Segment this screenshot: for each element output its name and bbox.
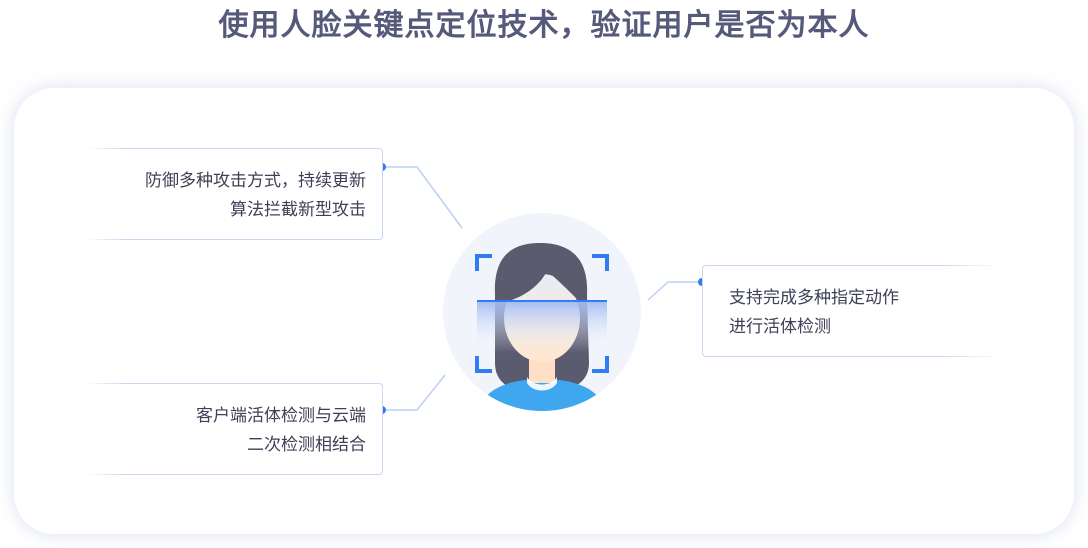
feature-text-line: 进行活体检测 (729, 317, 831, 337)
feature-text-line: 算法拦截新型攻击 (230, 200, 366, 220)
page-title: 使用人脸关键点定位技术，验证用户是否为本人 (218, 8, 870, 43)
scan-frame-icon (475, 254, 609, 373)
feature-card-liveness-action: 支持完成多种指定动作 进行活体检测 (702, 264, 1002, 358)
feature-text-line: 二次检测相结合 (247, 435, 366, 455)
feature-text-line: 防御多种攻击方式，持续更新 (145, 171, 366, 191)
feature-card-client-cloud: 客户端活体检测与云端 二次检测相结合 (86, 382, 383, 476)
face-avatar-icon (443, 213, 641, 411)
feature-text-line: 客户端活体检测与云端 (196, 406, 366, 426)
feature-card-attack-defense: 防御多种攻击方式，持续更新 算法拦截新型攻击 (86, 147, 383, 241)
feature-text-line: 支持完成多种指定动作 (729, 288, 899, 308)
